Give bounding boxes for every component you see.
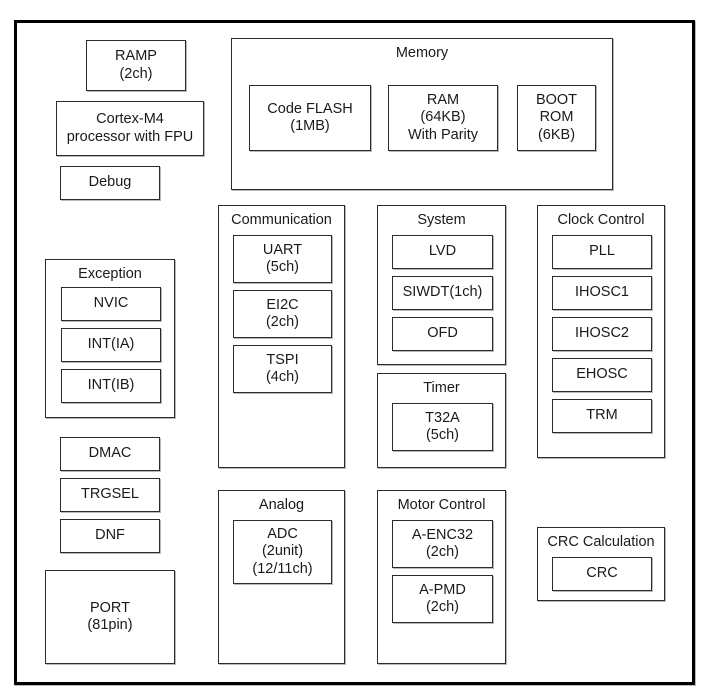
block-int-ib[interactable]: INT(IB) bbox=[61, 369, 161, 403]
block-a-enc32-line2: (2ch) bbox=[425, 544, 460, 560]
block-cortex-m4-line2: processor with FPU bbox=[66, 128, 194, 145]
block-ihosc1[interactable]: IHOSC1 bbox=[552, 276, 652, 310]
group-communication: Communication UART (5ch) EI2C (2ch) TSPI… bbox=[218, 205, 345, 468]
block-boot-rom[interactable]: BOOT ROM (6KB) bbox=[517, 85, 596, 151]
group-memory: Memory Code FLASH (1MB) RAM (64KB) With … bbox=[231, 38, 613, 190]
block-dmac[interactable]: DMAC bbox=[60, 437, 160, 471]
block-code-flash-line1: Code FLASH bbox=[267, 100, 353, 117]
group-system: System LVD SIWDT(1ch) OFD bbox=[377, 205, 506, 365]
block-a-pmd-line1: A-PMD bbox=[419, 581, 466, 598]
block-crc[interactable]: CRC bbox=[552, 557, 652, 591]
group-motor-control-label: Motor Control bbox=[397, 497, 486, 513]
group-clock-control-label: Clock Control bbox=[557, 212, 645, 228]
block-t32a[interactable]: T32A (5ch) bbox=[392, 403, 493, 451]
block-dnf[interactable]: DNF bbox=[60, 519, 160, 553]
block-ihosc2-line1: IHOSC2 bbox=[575, 325, 629, 342]
block-ramp-line2: (2ch) bbox=[119, 65, 153, 82]
block-ihosc2[interactable]: IHOSC2 bbox=[552, 317, 652, 351]
block-t32a-line1: T32A bbox=[425, 409, 460, 426]
block-siwdt[interactable]: SIWDT(1ch) bbox=[392, 276, 493, 310]
block-adc-line1: ADC bbox=[267, 526, 298, 543]
block-ram[interactable]: RAM (64KB) With Parity bbox=[388, 85, 498, 151]
block-int-ia[interactable]: INT(IA) bbox=[61, 328, 161, 362]
block-siwdt-line1: SIWDT(1ch) bbox=[402, 284, 483, 301]
block-lvd[interactable]: LVD bbox=[392, 235, 493, 269]
block-ram-line3: With Parity bbox=[407, 126, 479, 143]
group-analog: Analog ADC (2unit) (12/11ch) bbox=[218, 490, 345, 664]
block-uart-line1: UART bbox=[262, 241, 303, 258]
block-trgsel[interactable]: TRGSEL bbox=[60, 478, 160, 512]
block-adc-line3: (12/11ch) bbox=[252, 560, 313, 577]
block-cortex-m4[interactable]: Cortex-M4 processor with FPU bbox=[56, 101, 204, 156]
block-cortex-m4-line1: Cortex-M4 bbox=[96, 111, 164, 128]
block-pll[interactable]: PLL bbox=[552, 235, 652, 269]
block-crc-line1: CRC bbox=[586, 565, 618, 582]
block-trgsel-line1: TRGSEL bbox=[80, 486, 139, 503]
block-nvic[interactable]: NVIC bbox=[61, 287, 161, 321]
block-pll-line1: PLL bbox=[589, 243, 615, 260]
block-debug-line1: Debug bbox=[88, 174, 132, 191]
group-exception: Exception NVIC INT(IA) INT(IB) bbox=[45, 259, 175, 418]
group-motor-control: Motor Control A-ENC32 (2ch) A-PMD (2ch) bbox=[377, 490, 506, 664]
group-crc-calculation: CRC Calculation CRC bbox=[537, 527, 665, 601]
block-code-flash[interactable]: Code FLASH (1MB) bbox=[249, 85, 371, 151]
group-system-label: System bbox=[417, 212, 466, 228]
group-exception-label: Exception bbox=[78, 266, 142, 282]
block-trm[interactable]: TRM bbox=[552, 399, 652, 433]
group-timer-label: Timer bbox=[423, 380, 460, 396]
block-lvd-line1: LVD bbox=[428, 243, 457, 260]
block-port[interactable]: PORT (81pin) bbox=[45, 570, 175, 664]
block-a-enc32-line1: A-ENC32 bbox=[411, 526, 474, 543]
block-trm-line1: TRM bbox=[586, 407, 618, 424]
block-tspi-line2: (4ch) bbox=[265, 369, 300, 385]
group-analog-label: Analog bbox=[258, 497, 305, 513]
block-adc[interactable]: ADC (2unit) (12/11ch) bbox=[233, 520, 332, 584]
block-uart[interactable]: UART (5ch) bbox=[233, 235, 332, 283]
block-ihosc1-line1: IHOSC1 bbox=[575, 284, 629, 301]
block-dnf-line1: DNF bbox=[95, 527, 125, 544]
block-port-line1: PORT bbox=[89, 599, 131, 616]
block-ei2c[interactable]: EI2C (2ch) bbox=[233, 290, 332, 338]
block-a-pmd[interactable]: A-PMD (2ch) bbox=[392, 575, 493, 623]
block-ram-line2: (64KB) bbox=[420, 109, 466, 126]
block-int-ib-line1: INT(IB) bbox=[87, 377, 135, 394]
block-uart-line2: (5ch) bbox=[265, 259, 300, 275]
block-boot-rom-line1: BOOT bbox=[535, 92, 578, 109]
block-boot-rom-line3: (6KB) bbox=[537, 126, 576, 143]
block-code-flash-line2: (1MB) bbox=[290, 118, 330, 134]
block-tspi-line1: TSPI bbox=[266, 351, 299, 368]
block-ehosc-line1: EHOSC bbox=[576, 366, 628, 383]
block-ofd[interactable]: OFD bbox=[392, 317, 493, 351]
group-memory-label: Memory bbox=[395, 45, 449, 61]
block-ei2c-line2: (2ch) bbox=[265, 314, 300, 330]
group-timer: Timer T32A (5ch) bbox=[377, 373, 506, 468]
block-ei2c-line1: EI2C bbox=[266, 296, 299, 313]
block-int-ia-line1: INT(IA) bbox=[87, 336, 135, 353]
block-ram-line1: RAM bbox=[426, 92, 460, 109]
block-a-pmd-line2: (2ch) bbox=[425, 599, 460, 615]
block-tspi[interactable]: TSPI (4ch) bbox=[233, 345, 332, 393]
group-crc-calculation-label: CRC Calculation bbox=[547, 534, 655, 550]
group-clock-control: Clock Control PLL IHOSC1 IHOSC2 EHOSC TR… bbox=[537, 205, 665, 458]
block-dmac-line1: DMAC bbox=[88, 445, 132, 462]
block-port-line2: (81pin) bbox=[87, 617, 133, 633]
block-debug[interactable]: Debug bbox=[60, 166, 160, 200]
block-nvic-line1: NVIC bbox=[93, 295, 129, 312]
block-boot-rom-line2: ROM bbox=[539, 109, 574, 126]
block-adc-line2: (2unit) bbox=[261, 543, 304, 560]
block-a-enc32[interactable]: A-ENC32 (2ch) bbox=[392, 520, 493, 568]
block-ramp[interactable]: RAMP (2ch) bbox=[86, 40, 186, 91]
block-ramp-line1: RAMP bbox=[115, 48, 157, 65]
block-ehosc[interactable]: EHOSC bbox=[552, 358, 652, 392]
block-t32a-line2: (5ch) bbox=[425, 427, 460, 443]
block-ofd-line1: OFD bbox=[427, 325, 458, 342]
group-communication-label: Communication bbox=[231, 212, 332, 228]
